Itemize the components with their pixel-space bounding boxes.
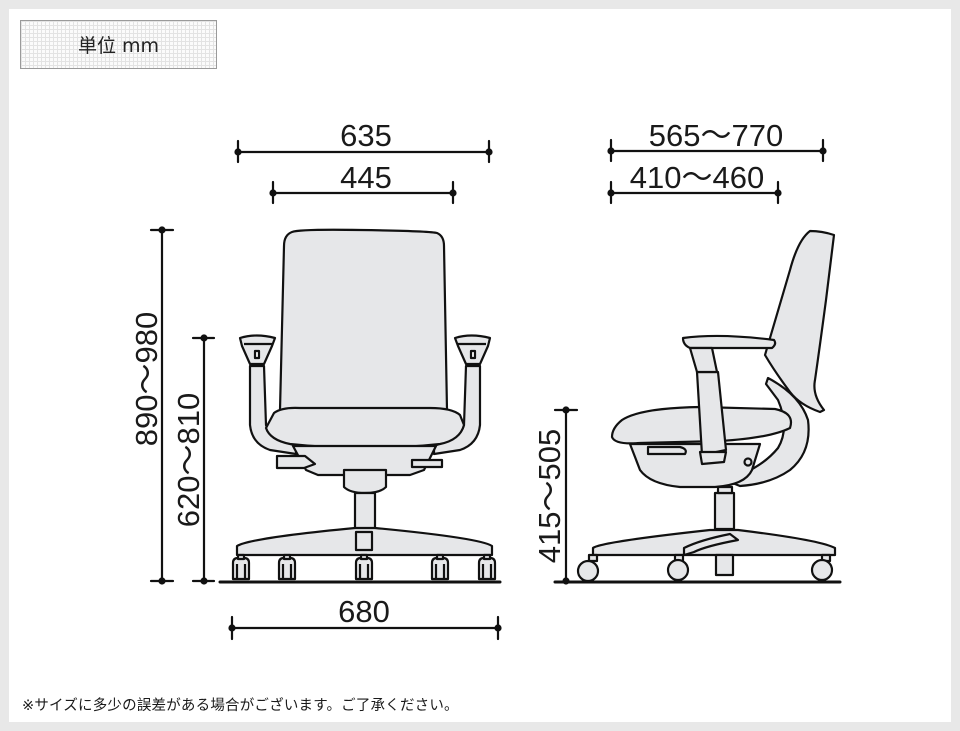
- disclaimer-note: ※サイズに多少の誤差がある場合がございます。ご了承ください。: [22, 698, 459, 714]
- dim-overall-depth: [607, 138, 827, 163]
- caster-side: [576, 553, 600, 583]
- dim-seat-depth: [607, 180, 782, 205]
- dim-label-armrest-height: 620〜810: [171, 393, 206, 527]
- dim-overall-height: [149, 226, 175, 585]
- dim-armrest-height: [191, 334, 216, 585]
- unit-label: 単位 mm: [77, 35, 160, 57]
- dim-seat-width: [269, 180, 457, 205]
- dim-base-width: [228, 615, 502, 641]
- dim-overall-width: [234, 139, 493, 164]
- dim-label-base-width: 680: [338, 594, 390, 629]
- dim-label-overall-height: 890〜980: [129, 312, 164, 446]
- dim-label-seat-width: 445: [340, 160, 392, 195]
- unit-label-box: 単位 mm: [20, 20, 217, 69]
- chair-front-view: [231, 228, 497, 581]
- dim-label-seat-height: 415〜505: [532, 429, 567, 563]
- dim-label-seat-depth: 410〜460: [630, 160, 764, 195]
- dim-label-overall-width: 635: [340, 118, 392, 153]
- chair-side-view: [576, 229, 837, 583]
- dim-label-overall-depth: 565〜770: [649, 118, 783, 153]
- caster-front: [231, 553, 251, 581]
